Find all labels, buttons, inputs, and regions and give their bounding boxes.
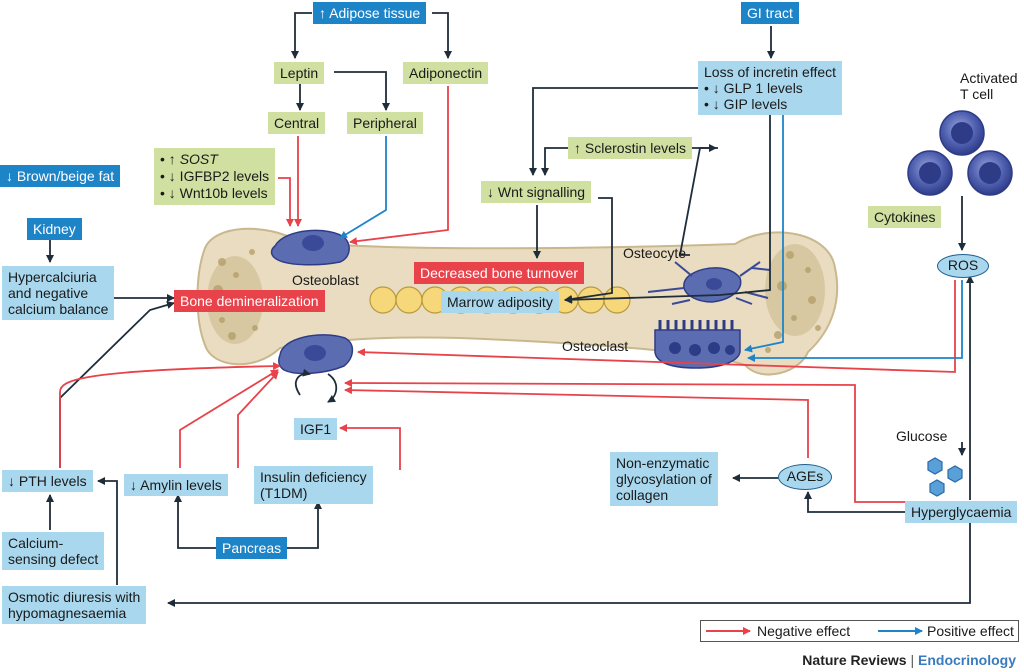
brown-fat-node: ↓ Brown/beige fat: [0, 165, 121, 187]
journal-name: Nature Reviews: [802, 652, 907, 668]
wnt-signalling-node: ↓ Wnt signalling: [481, 181, 592, 203]
activated-label-line1: Activated: [960, 70, 1018, 86]
central-node: Central: [268, 112, 326, 134]
calcium-sensing-line2: sensing defect: [8, 551, 99, 567]
ros-node: ROS: [937, 254, 989, 278]
marrow-adiposity-node: Marrow adiposity: [441, 291, 559, 313]
hypercalciuria-line2: and negative: [8, 285, 89, 301]
glucose-label: Glucose: [896, 428, 948, 444]
insulin-deficiency-node: Insulin deficiency (T1DM): [254, 466, 373, 504]
legend: Negative effect Positive effect: [700, 620, 1019, 642]
osteoclast-cell: [654, 320, 741, 369]
nonenzymatic-node: Non-enzymatic glycosylation of collagen: [610, 452, 718, 506]
sost-line: • ↑ SOST: [160, 151, 269, 168]
nonenzymatic-line1: Non-enzymatic: [616, 455, 710, 471]
igfbp2-line: • ↓ IGFBP2 levels: [160, 168, 270, 184]
activated-label-line2: T cell: [960, 86, 994, 102]
pancreas-node: Pancreas: [216, 537, 288, 559]
activated-t-cell-label: Activated T cell: [960, 70, 1018, 102]
incretin-gip: • ↓ GIP levels: [704, 96, 788, 112]
wnt10b-line: • ↓ Wnt10b levels: [160, 185, 268, 201]
hypercalciuria-line3: calcium balance: [8, 301, 109, 317]
footer-separator: |: [910, 652, 915, 668]
journal-section: Endocrinology: [918, 652, 1016, 668]
hypercalciuria-line1: Hypercalciuria: [8, 269, 97, 285]
osteoblast-cell: [270, 229, 350, 266]
adiponectin-node: Adiponectin: [403, 62, 489, 84]
kidney-node: Kidney: [27, 218, 82, 240]
sclerostin-node: ↑ Sclerostin levels: [568, 137, 693, 159]
osmotic-diuresis-node: Osmotic diuresis with hypomagnesaemia: [2, 586, 147, 624]
sost-gene: SOST: [179, 151, 218, 167]
pth-node: ↓ PTH levels: [2, 470, 93, 492]
incretin-title: Loss of incretin effect: [704, 64, 837, 80]
osteocyte-label: Osteocyte: [623, 245, 687, 261]
osteoclast-label: Osteoclast: [562, 338, 629, 354]
incretin-glp: • ↓ GLP 1 levels: [704, 80, 803, 96]
hyperglycaemia-node: Hyperglycaemia: [905, 501, 1018, 523]
decreased-bone-turnover-node: Decreased bone turnover: [414, 262, 584, 284]
legend-negative-label: Negative effect: [757, 623, 851, 639]
calcium-sensing-node: Calcium- sensing defect: [2, 532, 105, 570]
hypercalciuria-node: Hypercalciuria and negative calcium bala…: [2, 266, 115, 320]
nonenzymatic-line3: collagen: [616, 487, 669, 503]
insulin-line1: Insulin deficiency: [260, 469, 367, 485]
calcium-sensing-line1: Calcium-: [8, 535, 64, 551]
osteoblast-label: Osteoblast: [292, 272, 359, 288]
ages-node: AGEs: [778, 464, 832, 490]
leptin-node: Leptin: [274, 62, 325, 84]
osmotic-line1: Osmotic diuresis with: [8, 589, 141, 605]
cytokines-node: Cytokines: [868, 206, 942, 228]
journal-footer: Nature Reviews | Endocrinology: [802, 652, 1016, 668]
igf1-node: IGF1: [294, 418, 338, 440]
osteoblast-lower-cell: [278, 334, 354, 375]
legend-positive-label: Positive effect: [927, 623, 1014, 639]
gi-tract-node: GI tract: [741, 2, 799, 24]
activated-t-cells: [907, 110, 1013, 196]
osmotic-line2: hypomagnesaemia: [8, 605, 127, 621]
insulin-line2: (T1DM): [260, 485, 308, 501]
glucose-hexagons: [927, 457, 963, 497]
incretin-node: Loss of incretin effect • ↓ GLP 1 levels…: [698, 61, 843, 115]
sost-node: • ↑ SOST • ↓ IGFBP2 levels • ↓ Wnt10b le…: [154, 148, 276, 205]
amylin-node: ↓ Amylin levels: [124, 474, 228, 496]
sost-prefix: • ↑: [160, 151, 180, 167]
nonenzymatic-line2: glycosylation of: [616, 471, 712, 487]
bone-demineralization-node: Bone demineralization: [174, 290, 325, 312]
adipose-tissue-node: ↑ Adipose tissue: [313, 2, 427, 24]
peripheral-node: Peripheral: [347, 112, 423, 134]
